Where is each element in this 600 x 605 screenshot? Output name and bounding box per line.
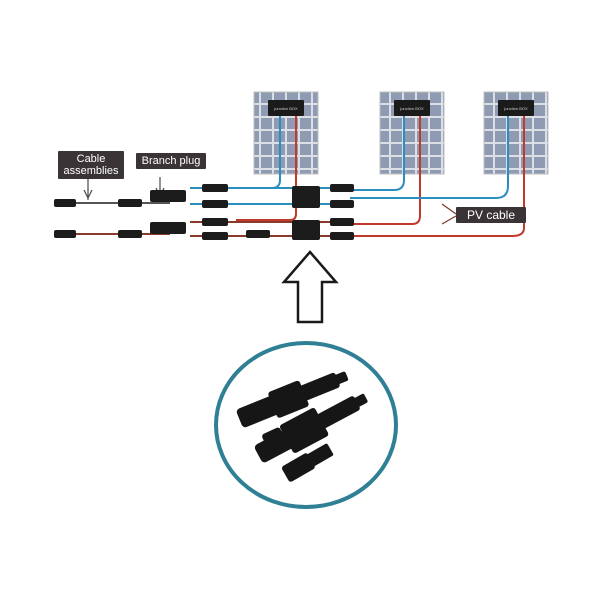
panel-leads <box>236 116 525 237</box>
branch-plug-label: Branch plug <box>136 153 206 169</box>
mc4-connector-icon <box>202 232 228 240</box>
mc4-connector-icon <box>330 184 354 192</box>
junction-box-label-3: junction BOX <box>503 106 528 111</box>
cable-assemblies-label-line2: assemblies <box>63 165 119 177</box>
junction-box-1 <box>268 100 304 116</box>
junction-box-label-2: junction BOX <box>399 106 424 111</box>
pv-cable-label: PV cable <box>456 207 526 223</box>
branch-plug-icon <box>150 222 186 234</box>
branch-plug-icon <box>150 190 186 202</box>
mc4-connector-icon <box>202 218 228 226</box>
mc4-connector-icon <box>330 218 354 226</box>
connectors <box>54 184 354 240</box>
mc4-connector-icon <box>202 200 228 208</box>
cable-assemblies-label: Cable assemblies <box>58 151 124 179</box>
mc4-connector-icon <box>118 230 142 238</box>
cable-runs <box>60 187 446 237</box>
cable-assemblies-label-line1: Cable <box>76 153 106 165</box>
branch-plug-icon <box>292 220 320 240</box>
mc4-connector-icon <box>330 200 354 208</box>
branch-plug-icon <box>292 186 320 208</box>
junction-box-3 <box>498 100 534 116</box>
mc4-connector-icon <box>54 230 76 238</box>
mc4-connector-icon <box>202 184 228 192</box>
pv-cable-pointers <box>441 203 457 225</box>
junction-box-label-1: junction BOX <box>273 106 298 111</box>
branch-connector-closeup <box>236 371 368 482</box>
hollow-up-arrow-icon <box>281 250 339 324</box>
junction-box-2 <box>394 100 430 116</box>
solar-panel-2: junction BOX <box>379 91 445 175</box>
mc4-connector-icon <box>54 199 76 207</box>
mc4-connector-icon <box>246 230 270 238</box>
mc4-connector-icon <box>330 232 354 240</box>
solar-panel-3: junction BOX <box>483 91 549 175</box>
mc4-connector-icon <box>118 199 142 207</box>
solar-panel-1: junction BOX <box>253 91 319 175</box>
